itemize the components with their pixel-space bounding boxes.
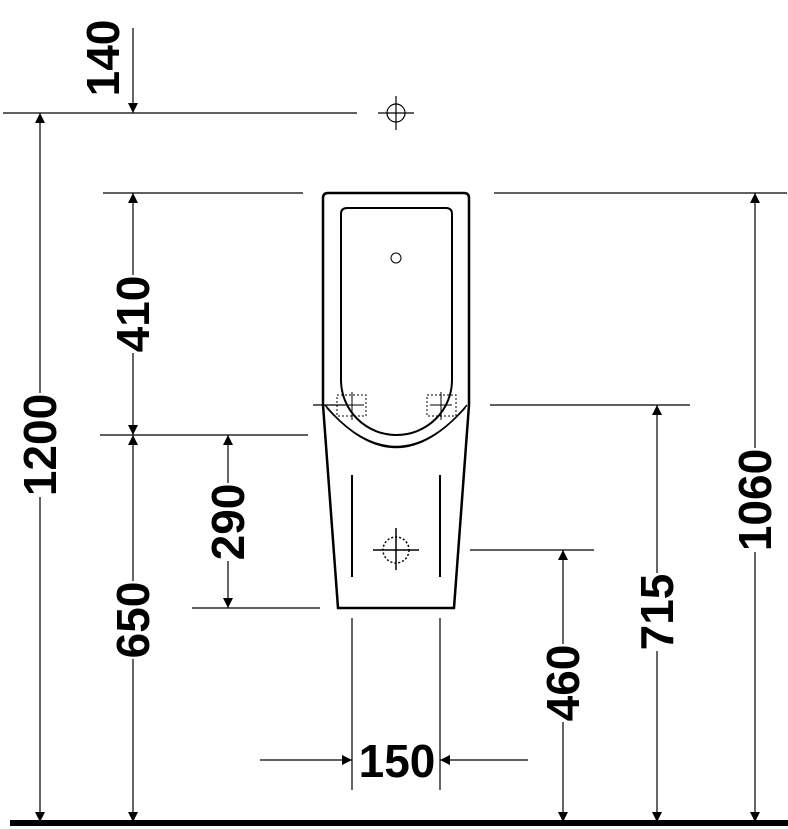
dim-label-1200: 1200 [14,394,66,496]
dim-label-460: 460 [537,645,589,722]
dim-label-1060: 1060 [729,449,781,551]
dim-label-715: 715 [631,574,683,651]
supply-crosshair-icon [378,96,414,130]
dim-label-290: 290 [202,484,254,561]
urinal-body [321,191,471,610]
dim-label-140: 140 [77,20,129,97]
outlet-crosshair-icon [373,528,419,570]
dim-label-410: 410 [107,276,159,353]
fixing-point-right-icon [426,392,457,420]
dim-label-650: 650 [107,582,159,659]
dimension-labels: 140 410 1200 290 650 1060 715 460 150 [14,20,781,787]
fixing-point-left-icon [336,392,367,420]
dim-label-150: 150 [359,735,436,787]
